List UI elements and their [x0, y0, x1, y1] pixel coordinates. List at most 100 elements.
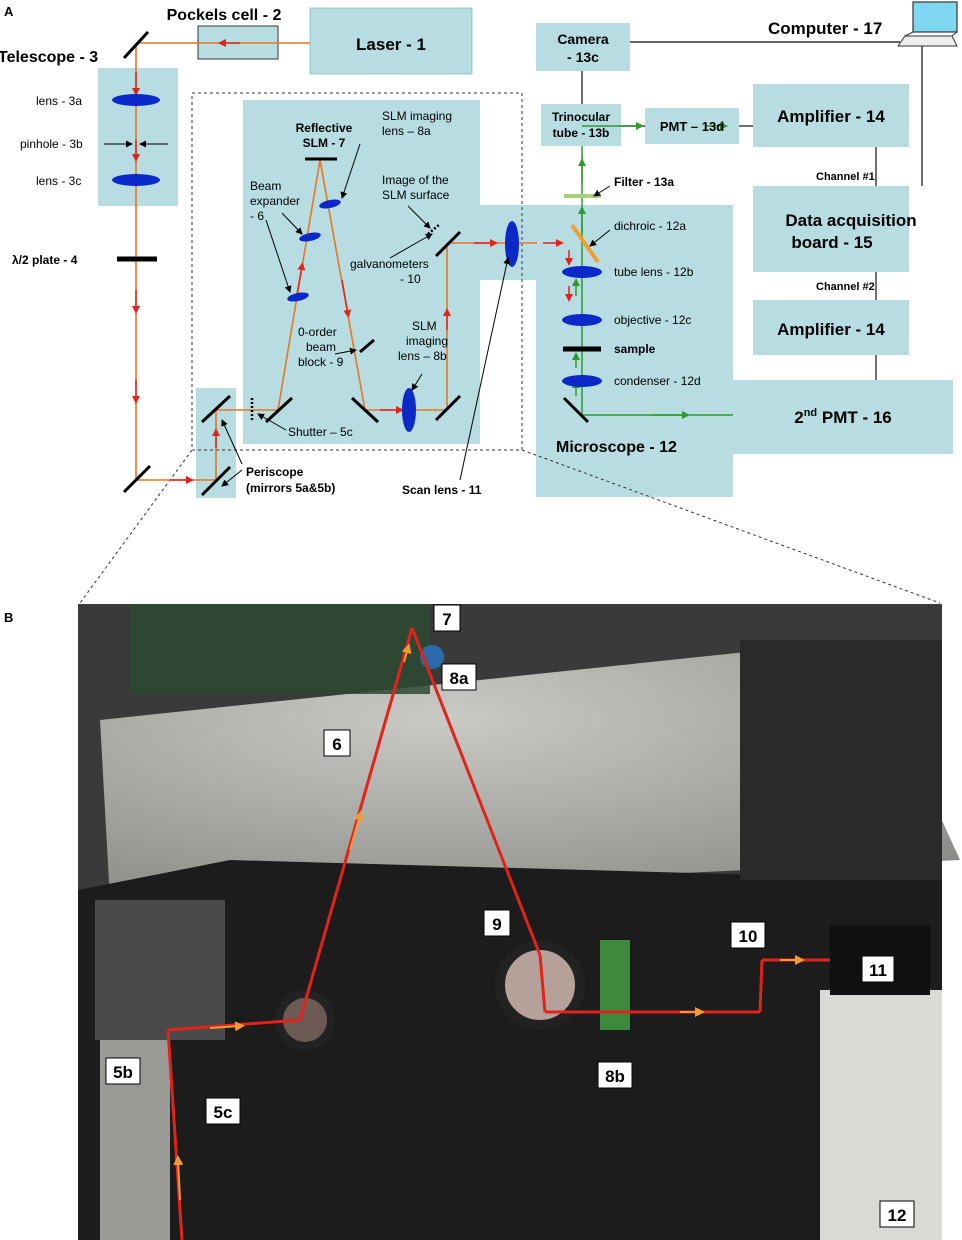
laser-label: Laser - 1 — [356, 35, 426, 54]
callout-11: 11 — [869, 961, 887, 980]
daq-label-1: Data acquisition — [785, 211, 916, 230]
shutter-label: Shutter – 5c — [288, 425, 353, 439]
galvo-1: galvanometers — [350, 257, 429, 271]
amplifier-bottom-label: Amplifier - 14 — [777, 320, 885, 339]
periscope-2: (mirrors 5a&5b) — [246, 481, 335, 495]
periscope-housing — [95, 900, 225, 1040]
callout-10: 10 — [739, 927, 758, 946]
callouts: 7 8a 6 9 10 11 5b 5c 8b 12 — [105, 604, 915, 1228]
photo-beam — [166, 627, 830, 1240]
callout-6: 6 — [332, 735, 341, 754]
slm-label-2: SLM - 7 — [303, 136, 346, 150]
objective-label: objective - 12c — [614, 313, 691, 327]
callout-7: 7 — [442, 610, 451, 629]
zoom-line-right — [521, 449, 941, 604]
callout-box-12 — [879, 1200, 915, 1228]
callout-box-11 — [861, 955, 895, 983]
pockels-label: Pockels cell - 2 — [167, 7, 282, 24]
daq-box — [753, 186, 909, 272]
amplifier-bottom-box — [753, 300, 909, 355]
camera-label-2: - 13c — [567, 49, 599, 65]
dichroic-label: dichroic - 12a — [614, 219, 686, 233]
beam-block-mark — [359, 338, 375, 354]
trinocular-box — [541, 104, 621, 146]
dichroic-mirror — [570, 223, 600, 264]
circuit-board — [130, 604, 430, 694]
trinocular-label-2: tube - 13b — [553, 126, 610, 140]
pmt-16-sup: nd — [804, 407, 817, 419]
zoom-line-left — [79, 449, 193, 604]
pmt-16-label: 2nd PMT - 16 — [794, 407, 892, 427]
block-2: beam — [306, 340, 336, 354]
callout-8a: 8a — [450, 669, 469, 688]
beam-expander-3: - 6 — [250, 209, 264, 223]
callout-9: 9 — [492, 915, 501, 934]
callout-box-5c — [205, 1097, 241, 1125]
camera-box — [536, 23, 630, 71]
slm-imaging-8a-1: SLM imaging — [382, 109, 452, 123]
slm-imaging-8b-3: lens – 8b — [398, 349, 447, 363]
slm-imaging-8b-2: imaging — [406, 334, 448, 348]
channel-2-label: Channel #2 — [816, 281, 875, 293]
image-slm-1: Image of the — [382, 173, 449, 187]
amplifier-top-box — [753, 84, 909, 147]
panel-a: A — [0, 1, 958, 604]
condenser-label: condenser - 12d — [614, 374, 701, 388]
slm-label-1: Reflective — [296, 121, 353, 135]
block-1: 0-order — [298, 325, 337, 339]
pmt-16-suffix: PMT - 16 — [817, 408, 892, 427]
filter-label: Filter - 13a — [614, 175, 674, 189]
mirrors — [122, 30, 590, 497]
telescope-label: Telescope - 3 — [0, 49, 98, 66]
block-3: block - 9 — [298, 355, 344, 369]
photo-beam-arrows — [173, 643, 805, 1201]
annotation-arrows — [221, 143, 611, 487]
callout-box-8b — [597, 1061, 633, 1089]
scan-lens-label: Scan lens - 11 — [402, 483, 482, 497]
trinocular-label-1: Trinocular — [552, 110, 610, 124]
callout-box-10 — [730, 921, 766, 949]
image-slm-2: SLM surface — [382, 188, 450, 202]
slm-imaging-8b-1: SLM — [412, 319, 437, 333]
zoom-enclosure — [191, 92, 523, 451]
mirror-mount-5a — [275, 990, 335, 1050]
signal-wires — [581, 40, 923, 380]
slm-imaging-8a-2: lens – 8a — [382, 124, 431, 138]
microscope-label: Microscope - 12 — [556, 439, 677, 456]
lenses — [112, 94, 602, 432]
amplifier-top-label: Amplifier - 14 — [777, 107, 885, 126]
camera-label-1: Camera — [557, 31, 609, 47]
callout-box-5b — [105, 1057, 141, 1085]
callout-5b: 5b — [113, 1063, 133, 1082]
daq-label-2: board - 15 — [791, 233, 872, 252]
slm-image-mark — [427, 223, 441, 235]
sample-label: sample — [614, 342, 656, 356]
callout-box-6 — [323, 729, 351, 757]
callout-8b: 8b — [605, 1067, 625, 1086]
pmt-16-prefix: 2 — [794, 408, 803, 427]
callout-5c: 5c — [214, 1103, 233, 1122]
beam-expander-2: expander — [250, 194, 300, 208]
callout-box-8a — [441, 663, 477, 691]
pinhole-label: pinhole - 3b — [20, 137, 83, 151]
callout-12: 12 — [888, 1206, 907, 1225]
microscope-body — [820, 990, 942, 1240]
panel-a-text: Laser - 1 Pockels cell - 2 Telescope - 3… — [0, 7, 917, 497]
callout-box-7 — [433, 604, 461, 632]
periscope-1: Periscope — [246, 465, 304, 479]
pmt-16-box — [733, 380, 953, 454]
panel-a-label: A — [4, 4, 14, 19]
lens-8b — [600, 940, 630, 1030]
galvo-2: - 10 — [400, 272, 421, 286]
laser-box — [309, 7, 473, 75]
channel-1-label: Channel #1 — [816, 171, 875, 183]
lower-breadboard — [78, 860, 942, 1240]
lens-3c-label: lens - 3c — [36, 174, 81, 188]
beam-expander-1: Beam — [250, 179, 281, 193]
halfwave-label: λ/2 plate - 4 — [12, 253, 78, 267]
computer-icon — [897, 1, 958, 47]
panel-b: B — [4, 604, 960, 1240]
computer-label: Computer - 17 — [768, 19, 882, 38]
lens-3a-label: lens - 3a — [36, 94, 82, 108]
